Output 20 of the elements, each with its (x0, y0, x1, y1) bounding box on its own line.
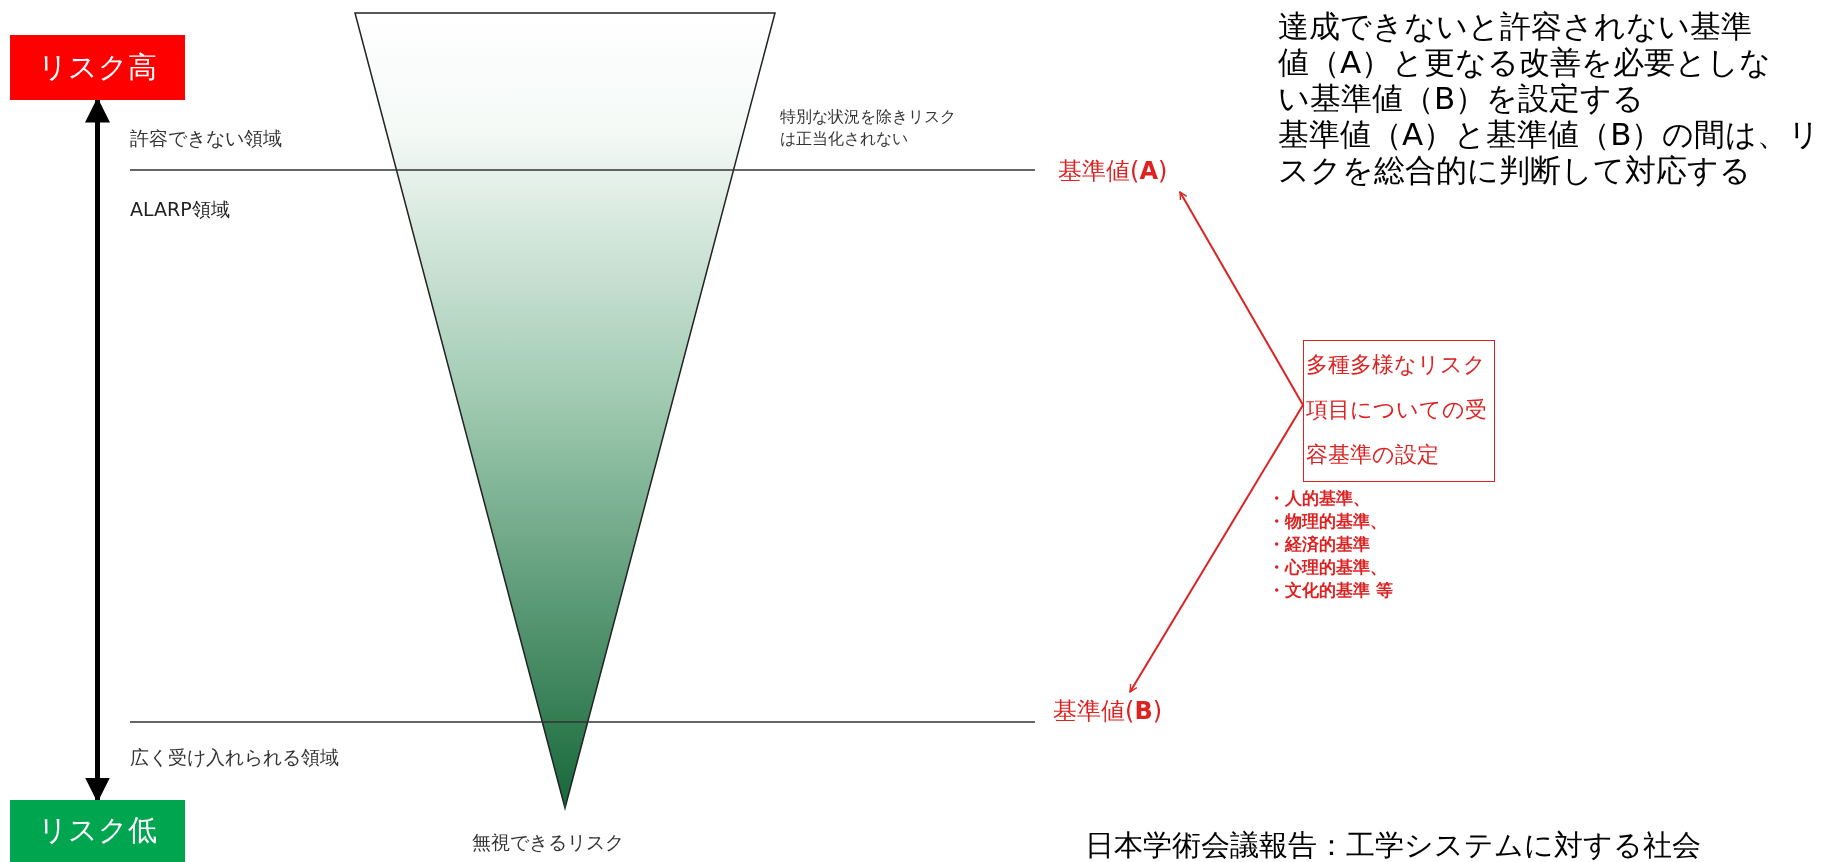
arrow (1179, 191, 1304, 406)
arrow (1129, 404, 1304, 693)
threshold-label: 基準値(A) (1058, 152, 1176, 190)
criteria-item: ・人的基準、 (1268, 487, 1371, 510)
risk-level-badge: リスク低 (10, 800, 185, 862)
criteria-box: 多種多様なリスク項目についての受容基準の設定 (1303, 340, 1495, 482)
criteria-item: ・心理的基準、 (1268, 556, 1388, 579)
region-label: 広く受け入れられる領域 (130, 745, 340, 770)
criteria-item: ・文化的基準 等 (1268, 579, 1394, 602)
threshold-label: 基準値(B) (1053, 692, 1171, 730)
region-label: 許容できない領域 (130, 126, 283, 151)
region-label: ALARP領域 (130, 197, 231, 222)
source-text: 日本学術会議報告：工学システムに対する社会 (1085, 827, 1702, 862)
criteria-item: ・経済的基準 (1268, 533, 1371, 556)
risk-level-badge: リスク高 (10, 35, 185, 100)
note-text: 特別な状況を除きリスクは正当化されない (780, 106, 957, 150)
criteria-item: ・物理的基準、 (1268, 510, 1388, 533)
region-label: 無視できるリスク (472, 830, 625, 855)
description-text: 達成できないと許容されない基準値（A）と更なる改善を必要としない基準値（B）を設定する (1278, 8, 1773, 116)
description-text: 基準値（A）と基準値（B）の間は、リスクを総合的に判断して対応する (1278, 116, 1822, 188)
